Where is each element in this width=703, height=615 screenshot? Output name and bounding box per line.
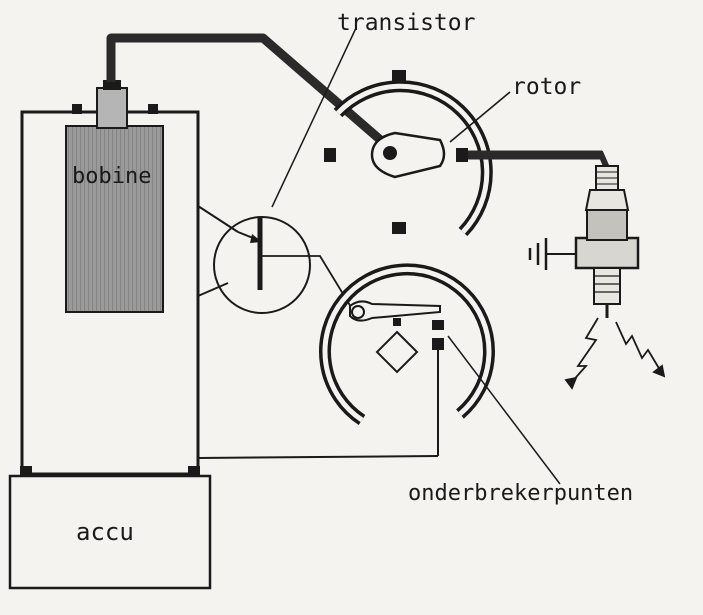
transistor (197, 27, 357, 314)
label-transistor: transistor (337, 10, 475, 36)
label-bobine: bobine (72, 164, 151, 189)
spark-arrows (564, 317, 666, 390)
ht-lead (106, 33, 395, 154)
rotor (370, 91, 511, 179)
ground-wire (197, 455, 439, 459)
spark-plug (528, 165, 640, 318)
label-accu: accu (76, 518, 134, 546)
distributor-cap (324, 70, 610, 237)
label-onderbrekerpunten: onderbrekerpunten (408, 481, 633, 506)
background-show-through (440, 0, 703, 611)
breaker-housing (318, 263, 561, 485)
coil-bobine (65, 80, 164, 313)
label-rotor: rotor (512, 74, 581, 100)
battery-accu (8, 474, 212, 590)
